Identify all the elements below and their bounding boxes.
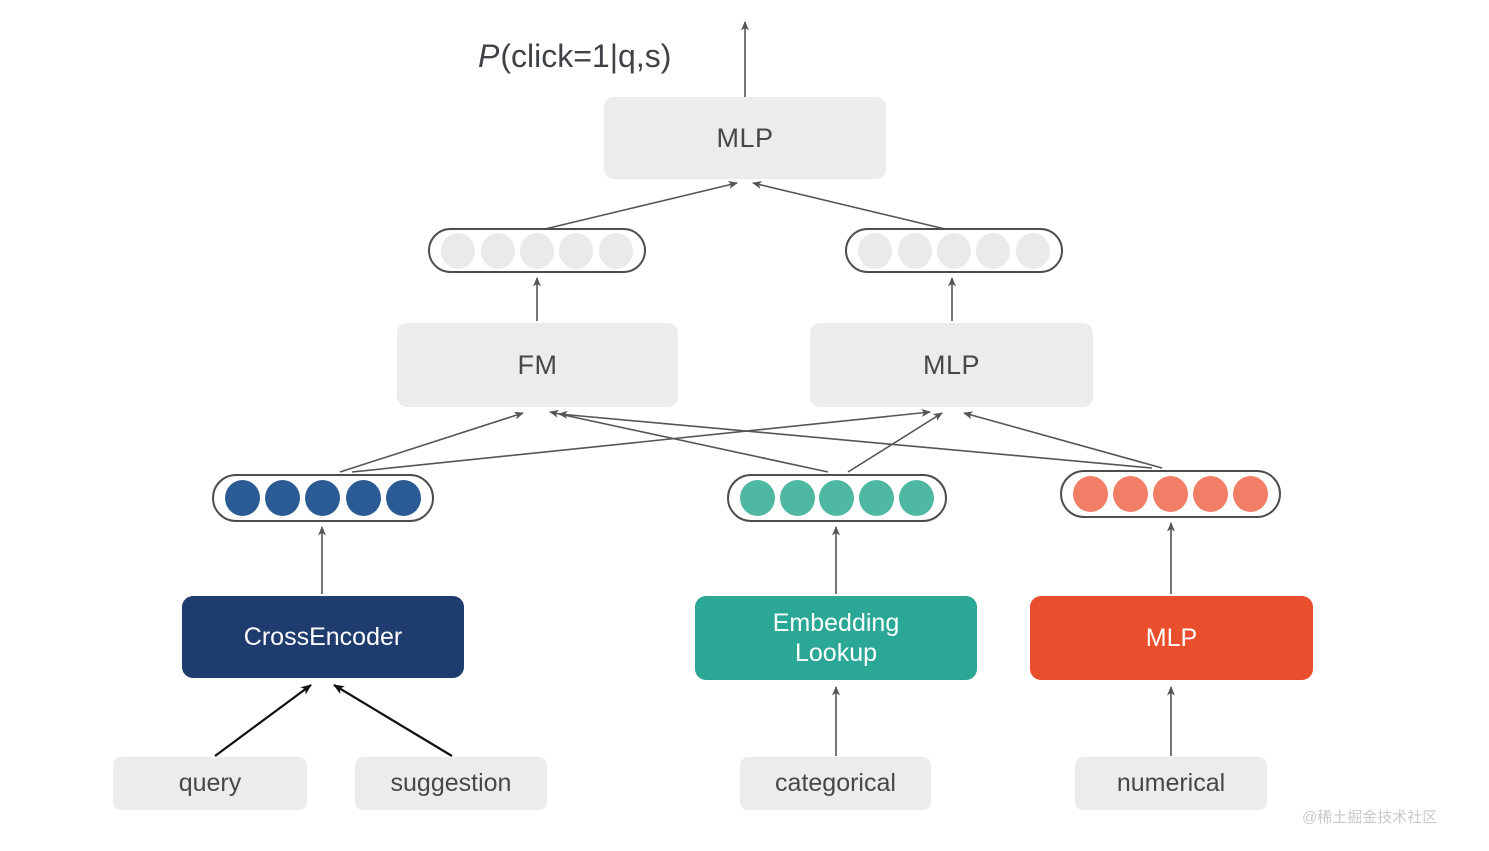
- node-embedding-lookup: Embedding Lookup: [695, 596, 977, 680]
- output-probability-label: P(click=1|q,s): [478, 38, 671, 75]
- node-cross-encoder: CrossEncoder: [182, 596, 464, 678]
- embedding-dot: [779, 480, 815, 516]
- embedding-dot: [441, 232, 476, 269]
- output-probability-p: P: [478, 38, 500, 74]
- embedding-dot: [1073, 476, 1108, 512]
- embedding-dot: [598, 232, 633, 269]
- embedding-dot: [819, 480, 855, 516]
- node-input-suggestion-label: suggestion: [390, 769, 512, 797]
- embedding-dot: [265, 480, 301, 516]
- embedding-dot: [859, 480, 895, 516]
- edge-concat-left-to-topmlp: [544, 181, 738, 230]
- vector-numerical-embedding: [1060, 470, 1281, 518]
- embedding-dot: [936, 232, 971, 269]
- vector-categorical-embedding: [727, 474, 947, 522]
- embedding-dot: [385, 480, 421, 516]
- edge-blue-vec-to-deepmlp: [351, 408, 931, 473]
- output-probability-rest: (click=1|q,s): [500, 38, 672, 74]
- embedding-dot: [519, 232, 554, 269]
- node-fm: FM: [397, 323, 678, 407]
- embedding-dot: [897, 232, 932, 269]
- node-fm-label: FM: [517, 349, 558, 380]
- node-input-numerical: numerical: [1075, 757, 1267, 810]
- embedding-dot: [559, 232, 594, 269]
- node-input-numerical-label: numerical: [1116, 769, 1226, 797]
- edge-concat-right-to-topmlp: [752, 181, 946, 230]
- node-top-mlp: MLP: [604, 97, 886, 179]
- embedding-dot: [1113, 476, 1148, 512]
- embedding-dot: [480, 232, 515, 269]
- edge-blue-vec-to-fm: [339, 411, 524, 473]
- watermark-text: @稀土掘金技术社区: [1302, 809, 1438, 826]
- node-input-query-label: query: [178, 769, 242, 797]
- edge-red-vec-to-fm: [558, 410, 1153, 469]
- node-input-query: query: [113, 757, 307, 810]
- node-input-suggestion: suggestion: [355, 757, 547, 810]
- embedding-dot: [305, 480, 341, 516]
- node-input-categorical-label: categorical: [775, 769, 896, 797]
- embedding-dot: [1015, 232, 1050, 269]
- edge-teal-vec-to-deepmlp: [847, 412, 943, 473]
- embedding-dot: [858, 232, 893, 269]
- embedding-dot: [345, 480, 381, 516]
- embedding-dot: [976, 232, 1011, 269]
- node-cross-encoder-label: CrossEncoder: [243, 623, 403, 651]
- edge-query-to-crossencoder: [214, 684, 312, 757]
- vector-concat-left: [428, 228, 646, 273]
- node-deep-mlp-label: MLP: [922, 349, 981, 380]
- edge-red-vec-to-deepmlp: [963, 411, 1163, 469]
- embedding-dot: [225, 480, 261, 516]
- node-embedding-lookup-label: Embedding Lookup: [772, 609, 900, 667]
- embedding-dot: [1233, 476, 1268, 512]
- embedding-dot: [1153, 476, 1188, 512]
- edge-suggestion-to-crossencoder: [333, 684, 453, 757]
- vector-cross-embedding: [212, 474, 434, 522]
- node-deep-mlp: MLP: [810, 323, 1093, 407]
- node-input-categorical: categorical: [740, 757, 931, 810]
- edge-teal-vec-to-fm: [549, 409, 829, 473]
- embedding-dot: [899, 480, 935, 516]
- vector-concat-right: [845, 228, 1063, 273]
- node-feature-mlp-label: MLP: [1145, 624, 1198, 652]
- node-feature-mlp: MLP: [1030, 596, 1313, 680]
- node-top-mlp-label: MLP: [716, 122, 774, 153]
- embedding-dot: [739, 480, 775, 516]
- embedding-dot: [1193, 476, 1228, 512]
